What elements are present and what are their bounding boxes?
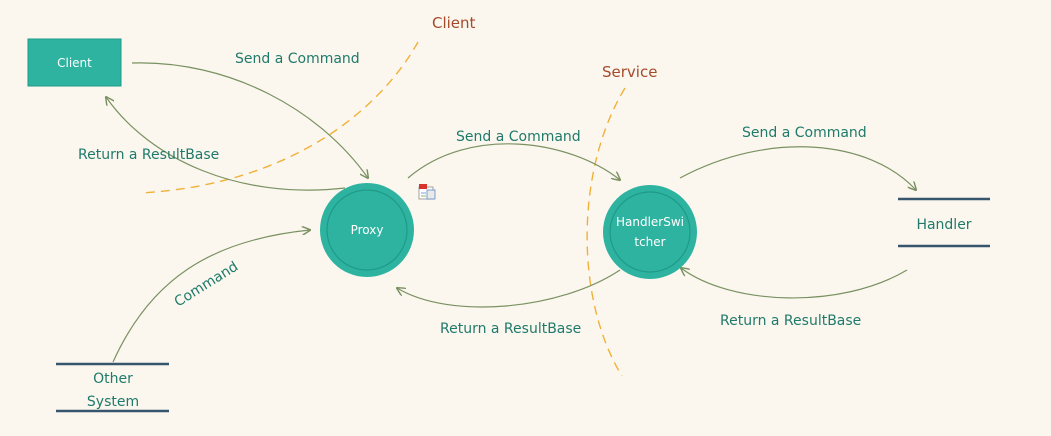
edge-label-other-to-proxy: Command [172,259,242,311]
edge-switcher-to-proxy [397,269,621,308]
service-boundary-label: Service [602,63,657,81]
edge-handler-to-switcher [681,268,908,299]
edge-label-proxy-to-switcher: Send a Command [456,129,581,145]
edge-label-switcher-to-proxy: Return a ResultBase [440,321,581,337]
proxy-node[interactable]: Proxy [320,183,414,277]
client-node[interactable]: Client [27,38,122,87]
handler-switcher-label-line2: tcher [634,235,665,249]
handler-switcher-label-line1: HandlerSwi [616,215,684,229]
edge-client-to-proxy [131,62,368,178]
edge-label-handler-to-switcher: Return a ResultBase [720,313,861,329]
edge-other-to-proxy [112,230,310,363]
edge-proxy-to-client [106,97,346,191]
edge-label-proxy-to-client: Return a ResultBase [78,147,219,163]
edge-proxy-to-switcher [407,143,620,180]
edge-label-client-to-proxy: Send a Command [235,51,360,67]
service-boundary-line [586,87,626,377]
client-boundary-line [139,41,419,194]
handler-node-label: Handler [916,217,971,233]
proxy-node-label: Proxy [351,223,384,237]
other-system-label-line1: Other [93,371,133,387]
other-system-node[interactable]: Other System [56,362,169,413]
edge-label-switcher-to-handler: Send a Command [742,125,867,141]
client-boundary-label: Client [432,14,476,32]
edge-switcher-to-handler [679,146,916,190]
handler-node[interactable]: Handler [898,197,990,248]
other-system-label-line2: System [87,394,139,410]
document-attachment-icon[interactable] [418,184,436,200]
handler-switcher-node[interactable]: HandlerSwi tcher [603,185,697,279]
client-node-label: Client [57,56,92,70]
